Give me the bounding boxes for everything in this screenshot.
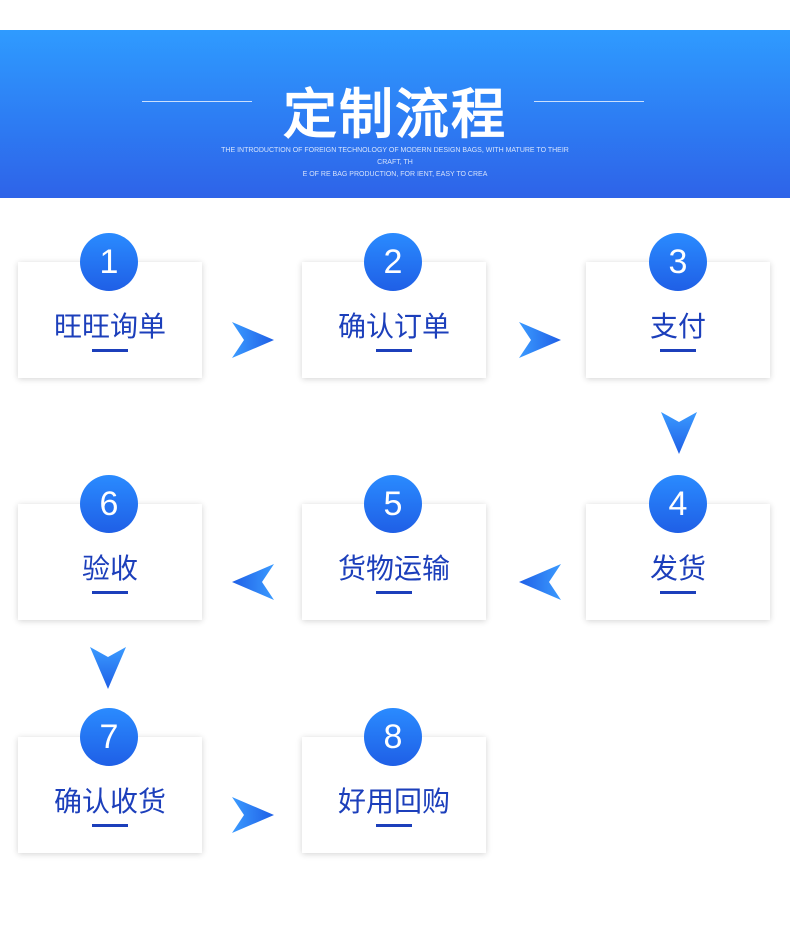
step-label-1: 旺旺询单 (53, 310, 166, 343)
arrow-left-icon (232, 564, 274, 600)
step-label-4: 发货 (649, 552, 706, 585)
page-title: 定制流程 (283, 83, 507, 146)
step-label-6: 验收 (81, 552, 138, 585)
step-label-8: 好用回购 (337, 785, 450, 818)
step-underline-2 (376, 349, 412, 352)
step-badge-1: 1 (80, 233, 138, 291)
step-badge-4: 4 (649, 475, 707, 533)
arrow-left-icon (519, 564, 561, 600)
arrow-right-icon (232, 322, 274, 358)
step-label-2: 确认订单 (337, 310, 450, 343)
title-divider-left (142, 101, 252, 102)
step-underline-7 (92, 824, 128, 827)
step-card-8: 好用回购 (302, 737, 486, 853)
page-subtitle: THE INTRODUCTION OF FOREIGN TECHNOLOGY O… (210, 145, 580, 181)
step-badge-7: 7 (80, 708, 138, 766)
subtitle-line-1: THE INTRODUCTION OF FOREIGN TECHNOLOGY O… (221, 147, 569, 166)
step-underline-1 (92, 349, 128, 352)
title-divider-right (534, 101, 644, 102)
step-underline-4 (660, 591, 696, 594)
arrow-right-icon (519, 322, 561, 358)
subtitle-line-2: E OF RE BAG PRODUCTION, FOR IENT, EASY T… (302, 171, 488, 178)
step-badge-5: 5 (364, 475, 422, 533)
header-banner: 定制流程 THE INTRODUCTION OF FOREIGN TECHNOL… (0, 30, 790, 198)
arrow-down-icon (661, 412, 697, 454)
step-underline-3 (660, 349, 696, 352)
step-label-3: 支付 (649, 310, 706, 343)
step-underline-8 (376, 824, 412, 827)
step-label-5: 货物运输 (337, 552, 450, 585)
step-card-2: 确认订单 (302, 262, 486, 378)
step-underline-5 (376, 591, 412, 594)
arrow-down-icon (90, 647, 126, 689)
arrow-right-icon (232, 797, 274, 833)
step-label-7: 确认收货 (53, 785, 166, 818)
step-badge-6: 6 (80, 475, 138, 533)
step-badge-3: 3 (649, 233, 707, 291)
step-underline-6 (92, 591, 128, 594)
step-badge-2: 2 (364, 233, 422, 291)
step-badge-8: 8 (364, 708, 422, 766)
